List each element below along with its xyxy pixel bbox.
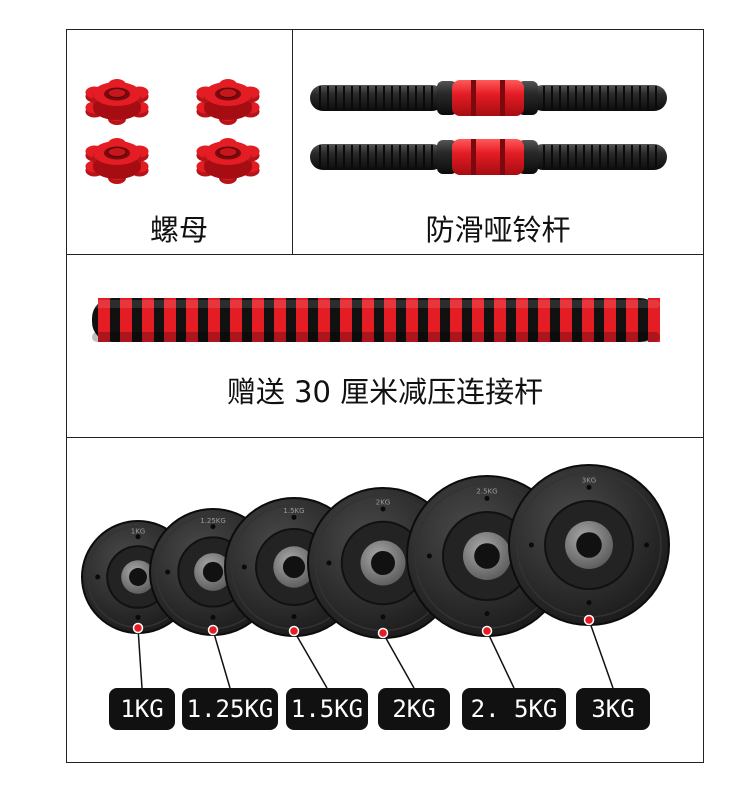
nut-group <box>85 79 260 184</box>
plate-marker-dot <box>377 627 389 639</box>
plate-leader-line <box>293 630 328 689</box>
nut-3 <box>85 138 149 184</box>
handle-caption: 防滑哑铃杆 <box>425 213 571 247</box>
plate-marker-dot <box>132 622 144 634</box>
plate-leader-line <box>212 629 231 689</box>
nut-caption: 螺母 <box>149 213 208 247</box>
nut-1 <box>85 79 149 125</box>
plate-label-1-5kg: 1.5KG <box>286 688 368 730</box>
weight-plate-6: 3KG <box>508 464 670 689</box>
plate-leader-line <box>588 619 614 689</box>
nut-2 <box>196 79 260 125</box>
plate-engraving: 3KG <box>582 477 596 485</box>
plate-marker-dot <box>481 625 493 637</box>
handle-bar-1 <box>310 80 667 116</box>
plate-leader-line <box>137 627 143 689</box>
plate-label-2kg: 2KG <box>378 688 450 730</box>
plate-engraving: 1.25KG <box>200 517 226 525</box>
handle-bar-2 <box>310 139 667 175</box>
plate-group: 1KG 1.25KG 1.5KG 2KG 2.5KG 3KG <box>81 464 670 689</box>
plate-leader-line <box>382 632 415 689</box>
plate-engraving: 2KG <box>376 499 390 507</box>
plate-label-1kg: 1KG <box>109 688 175 730</box>
plate-engraving: 1.5KG <box>283 507 304 515</box>
product-frame <box>66 29 704 763</box>
connector-rod <box>92 298 660 342</box>
handle-group <box>310 80 667 175</box>
plate-marker-dot <box>583 614 595 626</box>
plate-marker-dot <box>288 625 300 637</box>
divider-top <box>66 254 704 255</box>
plate-label-1-25kg: 1.25KG <box>182 688 278 730</box>
divider-vertical <box>292 29 293 255</box>
plate-label-3kg: 3KG <box>576 688 650 730</box>
connector-caption: 赠送 30 厘米减压连接杆 <box>226 375 544 409</box>
plate-leader-line <box>486 630 515 689</box>
plate-engraving: 2.5KG <box>476 488 497 496</box>
divider-middle <box>66 437 704 438</box>
plate-marker-dot <box>207 624 219 636</box>
plate-label-2-5kg: 2. 5KG <box>462 688 566 730</box>
nut-4 <box>196 138 260 184</box>
plate-engraving: 1KG <box>131 527 145 535</box>
